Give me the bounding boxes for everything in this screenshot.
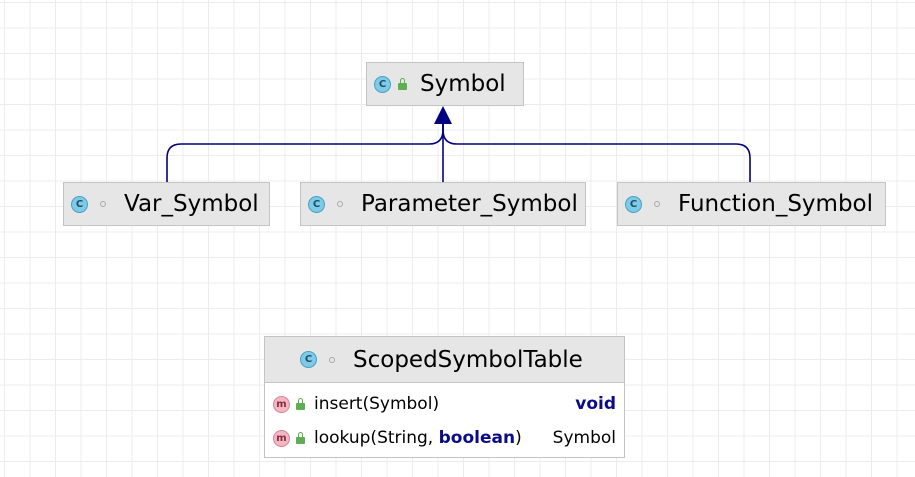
method-icon: m <box>273 395 290 413</box>
class-node-function-symbol[interactable]: C Function_Symbol <box>617 182 886 226</box>
public-lock-icon <box>398 78 408 90</box>
class-icon: C <box>300 351 317 368</box>
method-name: insert <box>314 394 363 414</box>
method-signature: lookup(String, boolean) <box>314 428 553 448</box>
public-lock-icon <box>296 432 306 444</box>
method-params: String, <box>377 428 439 448</box>
methods-section: m insert(Symbol) void m lookup(String, b… <box>265 383 624 457</box>
class-name: Parameter_Symbol <box>361 191 578 217</box>
class-node-var-symbol[interactable]: C Var_Symbol <box>63 182 270 226</box>
class-name: Symbol <box>420 71 506 97</box>
paren-open: ( <box>362 394 370 414</box>
method-signature: insert(Symbol) <box>314 394 575 414</box>
edge-var-symbol <box>166 124 444 182</box>
method-return-type: void <box>575 394 616 414</box>
class-icon: C <box>71 195 88 213</box>
paren-close: ) <box>515 428 522 448</box>
method-icon: m <box>273 429 290 447</box>
package-dot-icon <box>100 201 106 207</box>
method-row-insert[interactable]: m insert(Symbol) void <box>265 387 624 421</box>
class-icon: C <box>625 195 642 213</box>
class-icon: C <box>374 75 391 93</box>
class-name: ScopedSymbolTable <box>353 346 583 373</box>
class-name: Function_Symbol <box>678 191 874 217</box>
edge-function-symbol <box>442 124 751 182</box>
method-row-lookup[interactable]: m lookup(String, boolean) Symbol <box>265 421 624 455</box>
inheritance-arrowhead <box>434 106 452 124</box>
class-node-parameter-symbol[interactable]: C Parameter_Symbol <box>300 182 586 226</box>
class-icon: C <box>308 195 325 213</box>
package-dot-icon <box>654 201 660 207</box>
class-node-symbol[interactable]: C Symbol <box>366 62 524 106</box>
class-node-scoped-symbol-table[interactable]: C ScopedSymbolTable m insert(Symbol) voi… <box>264 336 625 458</box>
class-header: C ScopedSymbolTable <box>265 337 624 383</box>
package-dot-icon <box>337 201 343 207</box>
package-dot-icon <box>329 356 335 363</box>
class-name: Var_Symbol <box>124 191 259 217</box>
method-param-keyword: boolean <box>438 428 516 448</box>
method-params: Symbol <box>369 394 433 414</box>
method-return-type: Symbol <box>552 428 616 448</box>
paren-close: ) <box>432 394 440 414</box>
method-name: lookup <box>314 428 371 448</box>
paren-open: ( <box>370 428 378 448</box>
public-lock-icon <box>296 398 306 410</box>
